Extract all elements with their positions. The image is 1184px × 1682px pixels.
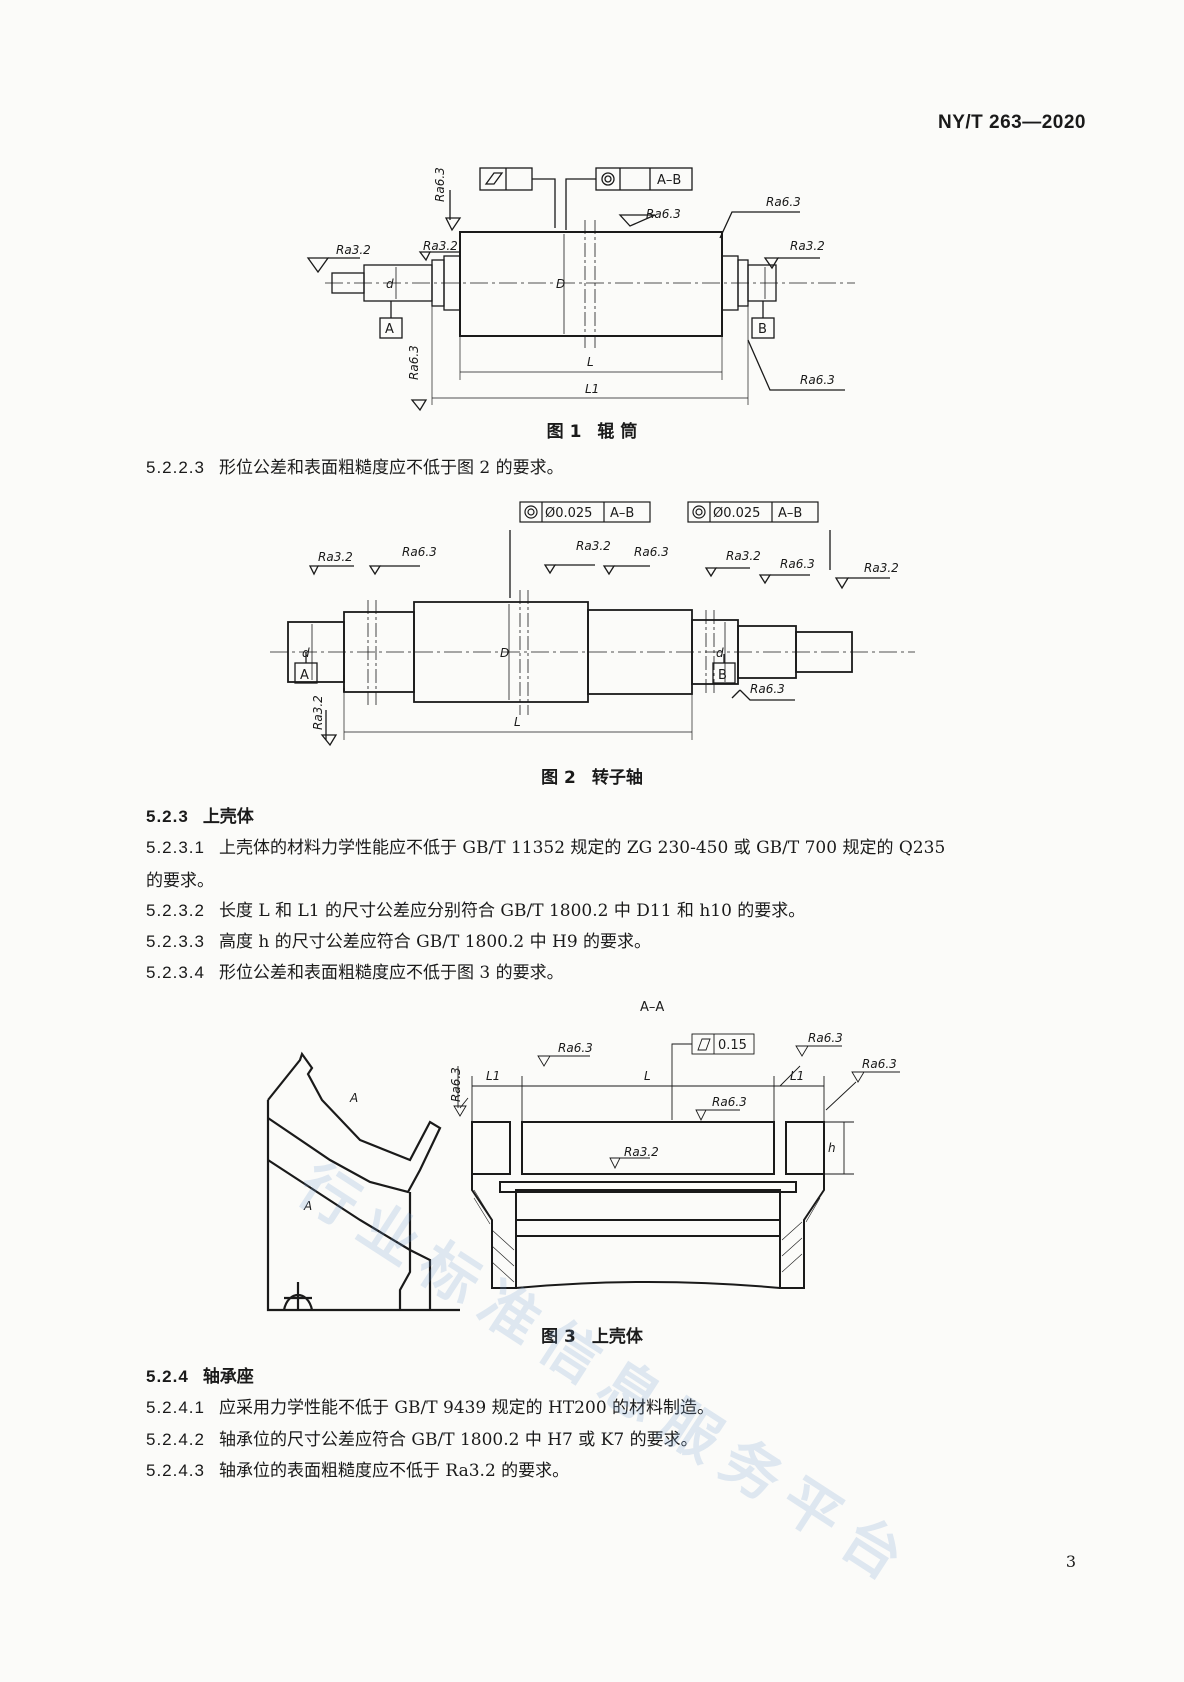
fig1-dim-L1: L1	[585, 382, 599, 396]
fig1-datum-a: A	[385, 322, 394, 337]
fig3-section-label: A–A	[640, 1000, 665, 1015]
fig2-ra63-2: Ra6.3	[634, 545, 669, 559]
fig1-ra63-vertical-bottom: Ra6.3	[407, 345, 421, 380]
fig2-ref-right: A–B	[778, 506, 802, 521]
fig3-dim-L1-left: L1	[486, 1069, 500, 1083]
fig3-ra63-3: Ra6.3	[808, 1031, 843, 1045]
fig2-dim-d-right: d	[716, 646, 724, 660]
fig1-dim-D: D	[556, 277, 565, 291]
fig2-tol-right: Ø0.025	[713, 506, 760, 521]
fig1-ra32-left: Ra3.2	[336, 243, 371, 257]
para-5-2-3-1-continued: 的要求。	[146, 871, 214, 891]
fig1-datum-b: B	[758, 322, 767, 337]
figure-1-roller-drawing: Ra6.3 Ra6.3 Ra3.2 Ra3.2 Ra3.2 Ra6.3 Ra6.…	[306, 167, 855, 412]
fig1-ra32-mid: Ra3.2	[423, 239, 458, 253]
fig2-dim-L: L	[514, 715, 521, 729]
fig1-ra32-right: Ra3.2	[790, 239, 825, 253]
fig1-ra63-vertical-top: Ra6.3	[433, 167, 447, 202]
standard-number: NY/T 263—2020	[937, 112, 1086, 133]
fig2-ra63-1: Ra6.3	[402, 545, 437, 559]
figure-2-datum-labels: A B	[300, 668, 727, 683]
fig2-datum-a: A	[300, 668, 309, 683]
fig2-ra32-4: Ra3.2	[864, 561, 899, 575]
page-number: 3	[1065, 1552, 1076, 1571]
fig3-dim-L1-right: L1	[790, 1069, 804, 1083]
fig3-cut-a-2: A	[303, 1199, 312, 1213]
fig1-ra63-top: Ra6.3	[646, 207, 681, 221]
fig2-dim-D: D	[500, 646, 509, 660]
fig1-dim-L: L	[587, 355, 594, 369]
figure-2-rotor-shaft-drawing: Ra3.2 Ra6.3 Ra3.2 Ra6.3 Ra3.2 Ra6.3 Ra3.…	[270, 530, 915, 747]
fig2-ra32-vertical: Ra3.2	[311, 695, 325, 730]
figure-3-upper-housing-drawing: Ra6.3 Ra6.3 Ra3.2 Ra6.3 Ra6.3 Ra6.3 L L1…	[266, 1031, 900, 1312]
fig2-tol-left: Ø0.025	[545, 506, 592, 521]
figure-2-tolerance-frames: Ø0.025 A–B Ø0.025 A–B	[519, 501, 819, 523]
fig2-datum-b: B	[718, 668, 727, 683]
fig2-ra32-3: Ra3.2	[726, 549, 761, 563]
fig3-ra32: Ra3.2	[624, 1145, 659, 1159]
fig3-ra63-4: Ra6.3	[862, 1057, 897, 1071]
fig1-ref-ab: A–B	[657, 173, 681, 188]
fig3-ra63-1: Ra6.3	[558, 1041, 593, 1055]
fig2-ra32-2: Ra3.2	[576, 539, 611, 553]
fig2-ref-left: A–B	[610, 506, 634, 521]
fig3-ra63-2: Ra6.3	[712, 1095, 747, 1109]
fig3-ra63-vertical: Ra6.3	[449, 1067, 463, 1102]
fig1-dim-d: d	[386, 277, 394, 291]
fig2-dim-d-left: d	[302, 646, 310, 660]
fig2-ra32-1: Ra3.2	[318, 550, 353, 564]
fig1-ra63-right: Ra6.3	[766, 195, 801, 209]
fig2-ra63-4: Ra6.3	[750, 682, 785, 696]
fig2-ra63-3: Ra6.3	[780, 557, 815, 571]
fig1-ra63-bottom: Ra6.3	[800, 373, 835, 387]
fig3-cut-a-1: A	[349, 1091, 358, 1105]
fig3-dim-L: L	[644, 1069, 651, 1083]
fig3-dim-h: h	[828, 1141, 836, 1155]
fig3-flatness: 0.15	[718, 1038, 747, 1053]
